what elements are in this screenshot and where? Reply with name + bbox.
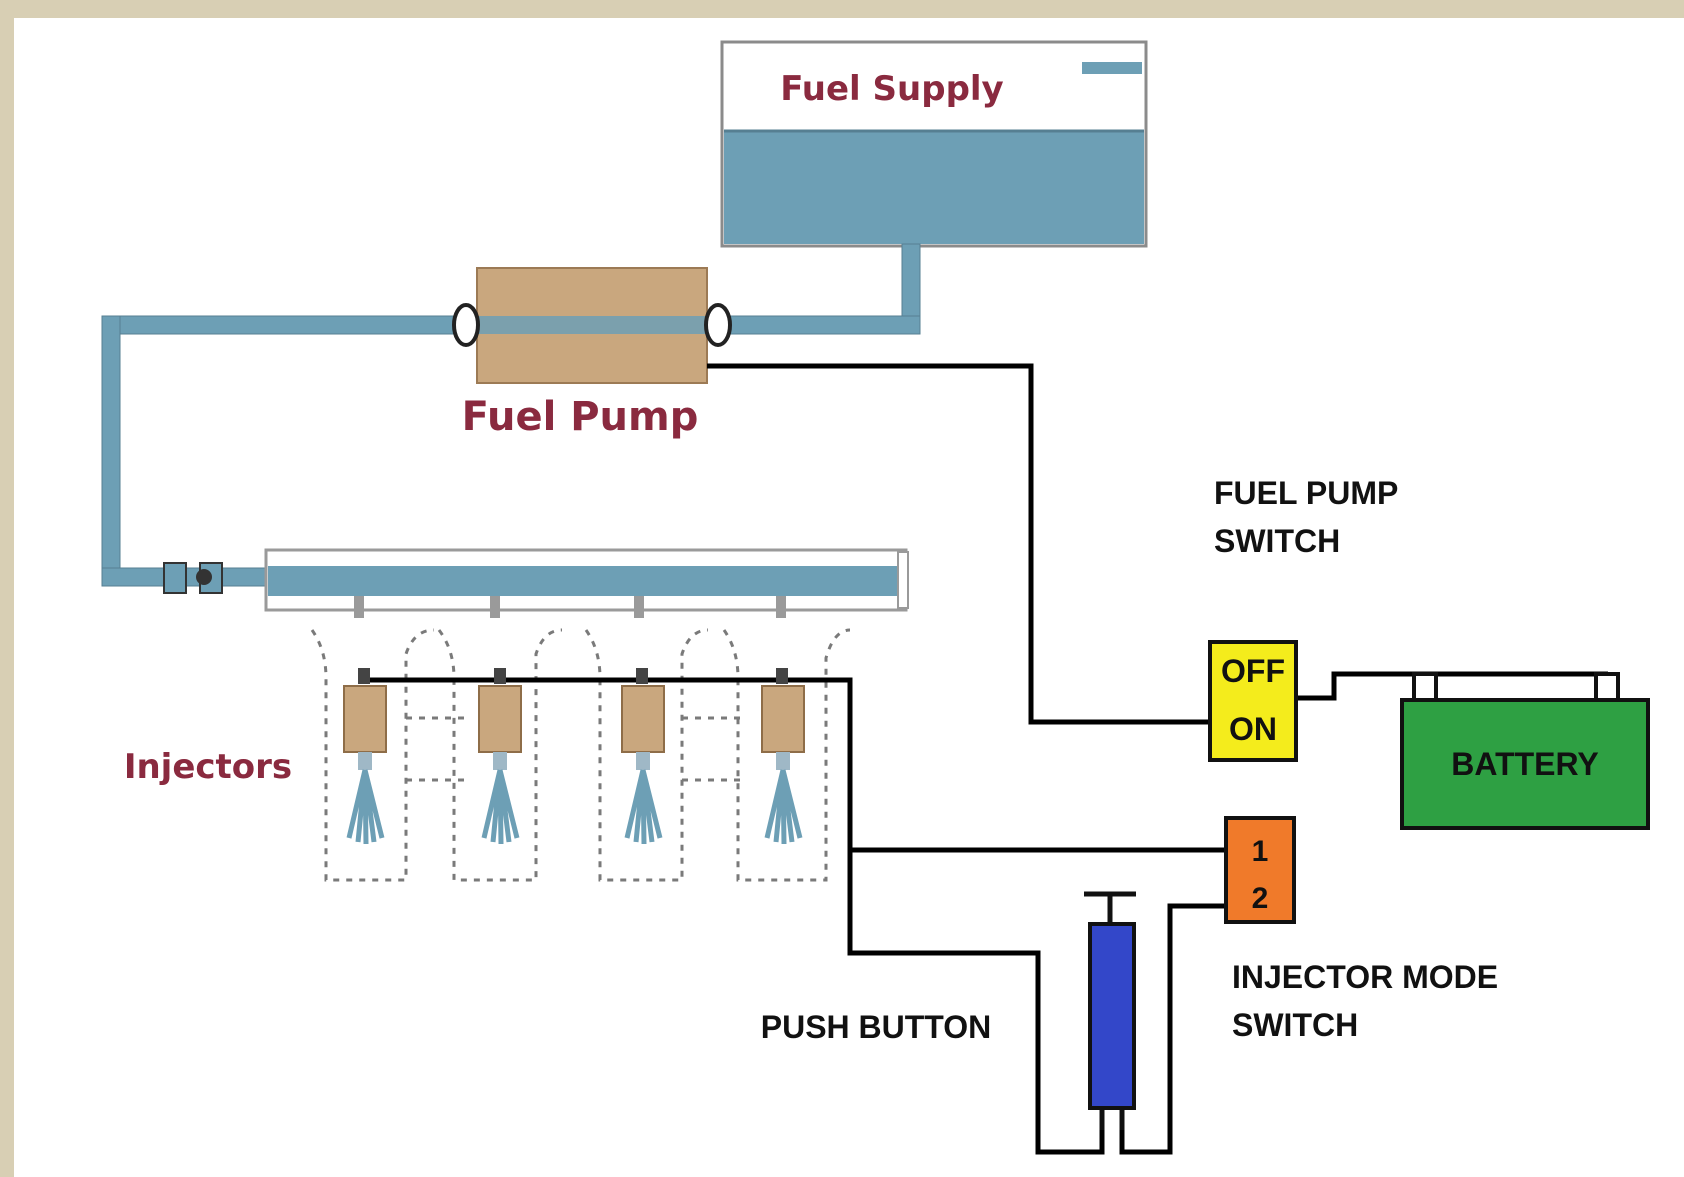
pump-inlet-fitting [452, 303, 480, 347]
battery-label: BATTERY [1451, 746, 1599, 782]
fuel-pump-switch-label-line2: SWITCH [1214, 523, 1340, 559]
pump-outlet-fitting [704, 303, 732, 347]
mode-switch-pin-1: 1 [1252, 835, 1269, 868]
fuel-level [724, 131, 1144, 244]
injector-wire-bus [364, 677, 853, 850]
battery-terminal-pos [1594, 672, 1620, 702]
mode-switch-pin-2: 2 [1252, 882, 1269, 915]
intake-runners [310, 628, 851, 882]
switch-to-battery-wire [1296, 671, 1424, 701]
fuel-pump-switch[interactable]: OFF ON [1208, 640, 1298, 762]
injectors-label: Injectors [124, 747, 292, 787]
injector-3 [621, 668, 665, 845]
injector-mode-switch-label-line1: INJECTOR MODE [1232, 959, 1498, 995]
switch-on-label: ON [1229, 711, 1277, 747]
push-button[interactable] [1084, 891, 1136, 1130]
injector-mode-switch[interactable]: 1 2 [1224, 816, 1296, 924]
fuel-rail [264, 548, 909, 618]
injector-2 [478, 668, 522, 845]
fuel-injection-diagram: Fuel Supply Fuel Pump [101, 40, 1650, 1155]
battery: BATTERY [1400, 672, 1650, 830]
push-button-wire-left [847, 850, 1105, 1155]
tank-vent [1082, 62, 1142, 74]
injector-mode-switch-label-line2: SWITCH [1232, 1007, 1358, 1043]
push-button-label: PUSH BUTTON [761, 1009, 992, 1045]
fuel-supply-label: Fuel Supply [780, 69, 1003, 109]
push-button-wire-right [1119, 903, 1226, 1155]
fuel-pump-label: Fuel Pump [462, 394, 699, 440]
wiring [707, 363, 1608, 1155]
pump-wire [707, 363, 1210, 725]
left-down-line [101, 315, 121, 587]
switch-off-label: OFF [1221, 653, 1285, 689]
diagram-canvas: Fuel Supply Fuel Pump [14, 18, 1684, 1177]
battery-terminal-neg [1412, 672, 1438, 702]
tank-outlet-pipe [901, 243, 921, 325]
injector-4 [761, 668, 805, 845]
fuel-pump: Fuel Pump [452, 267, 732, 440]
fuel-supply-tank: Fuel Supply [720, 40, 1148, 248]
fuel-pump-switch-label-line1: FUEL PUMP [1214, 475, 1398, 511]
injector-1 [343, 668, 387, 845]
